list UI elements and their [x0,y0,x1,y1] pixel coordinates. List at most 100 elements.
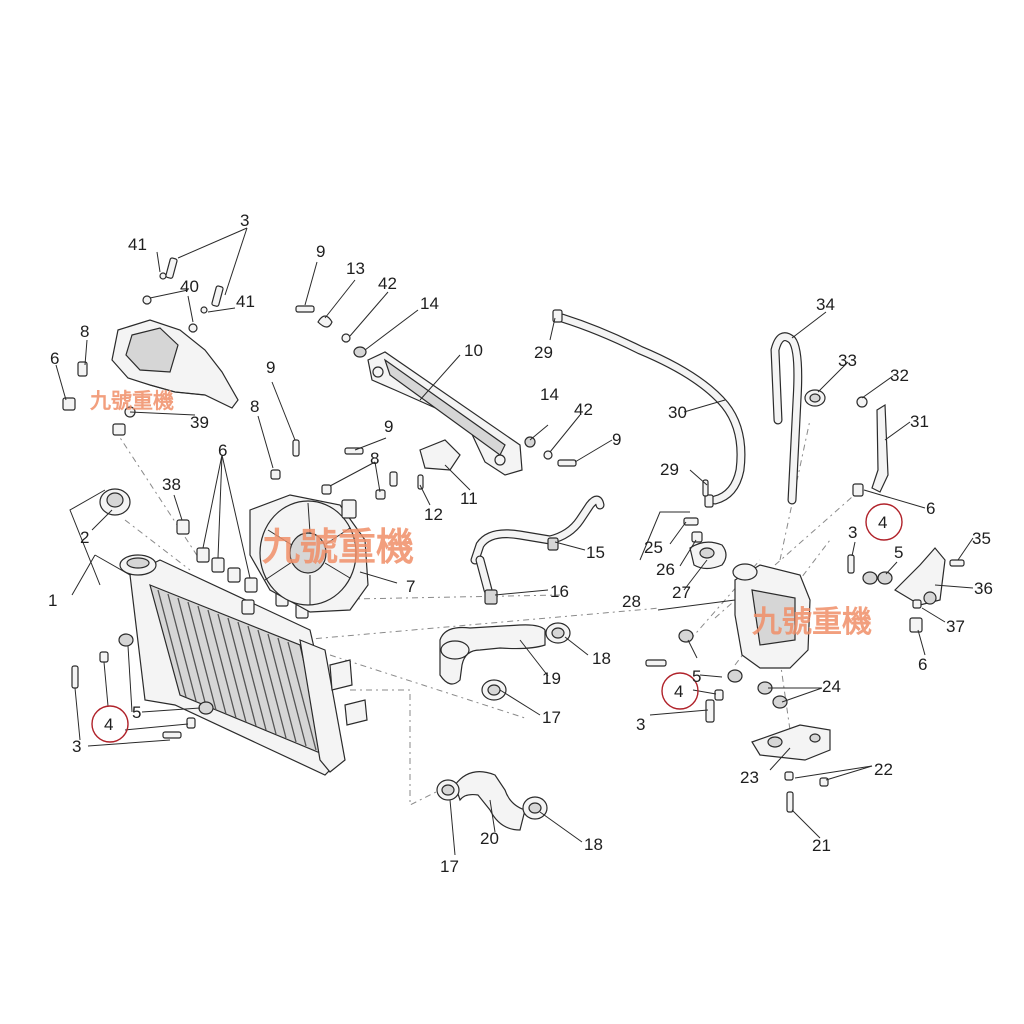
callout-38: 38 [162,475,181,494]
callout-25: 25 [644,538,663,557]
watermark-text: 九號重機 [752,605,872,640]
callout-27: 27 [672,583,691,602]
callout-6: 6 [926,499,935,518]
callout-15: 15 [586,543,605,562]
radiator-cap [99,488,131,516]
callout-34: 34 [816,295,835,314]
guide-line [124,519,191,571]
expansion-tank [689,541,811,669]
right-hardware [645,554,922,723]
guide-line [114,429,201,561]
callout-5: 5 [132,703,141,722]
callout-18: 18 [584,835,603,854]
leader-lines [55,227,974,856]
callout-17: 17 [542,708,561,727]
highlight-circle [661,672,699,710]
center-bolts [270,439,398,500]
callout-40: 40 [180,277,199,296]
guide-line [779,659,791,731]
hose-clamp-33 [804,389,826,407]
mounting-bracket [367,351,523,476]
callout-3: 3 [848,523,857,542]
callout-11: 11 [460,489,478,508]
callout-labels: 1 2 3 3 3 3 4 4 4 5 5 5 6 6 6 6 7 8 8 8 … [48,211,993,876]
callout-9: 9 [384,417,393,436]
cooling-fan [249,494,369,613]
overflow-hose-34 [770,332,803,505]
callout-8: 8 [250,397,259,416]
highlight-circle [91,705,129,743]
callout-4: 4 [878,513,887,532]
mount-bracket-36 [894,547,965,633]
tank-support-23 [751,724,831,813]
callout-9: 9 [316,242,325,261]
callout-4: 4 [104,715,113,734]
callout-21: 21 [812,836,831,855]
callout-1: 1 [48,591,57,610]
callout-5: 5 [894,543,903,562]
callout-42: 42 [574,400,593,419]
guide-line [329,654,526,719]
callout-42: 42 [378,274,397,293]
callout-13: 13 [346,259,365,278]
callout-6: 6 [50,349,59,368]
radiator [119,554,368,776]
callout-3: 3 [240,211,249,230]
callout-41: 41 [236,292,255,311]
coolant-hose-15 [470,495,605,605]
callout-41: 41 [128,235,147,254]
breather-hose-30 [552,309,746,508]
callout-20: 20 [480,829,499,848]
highlight-circle [865,503,903,541]
watermark-text: 九號重機 [89,389,174,413]
callout-8: 8 [370,449,379,468]
highlight-circles [91,503,903,743]
clip-group [196,547,309,619]
callout-14: 14 [540,385,559,404]
tank-fittings [683,479,709,543]
callout-28: 28 [622,592,641,611]
hose-clamps [441,622,571,814]
callout-12: 12 [424,505,443,524]
tank-bracket-31 [852,396,889,497]
callout-9: 9 [612,430,621,449]
callout-7: 7 [406,577,415,596]
callout-5: 5 [692,667,701,686]
callout-17: 17 [440,857,459,876]
callout-9: 9 [266,358,275,377]
guide-line [689,559,761,641]
callout-23: 23 [740,768,759,787]
watermarks: 九號重機 九號重機 九號重機 [89,389,872,640]
callout-18: 18 [592,649,611,668]
callout-36: 36 [974,579,993,598]
radiator-shroud [111,319,239,409]
callout-22: 22 [874,760,893,779]
radiator-fins [157,589,317,751]
callout-29: 29 [534,343,553,362]
callout-10: 10 [464,341,483,360]
callout-14: 14 [420,294,439,313]
callout-2: 2 [80,528,89,547]
callout-39: 39 [190,413,209,432]
guide-line [299,607,661,641]
callout-33: 33 [838,351,857,370]
callout-32: 32 [890,366,909,385]
callout-6: 6 [918,655,927,674]
callout-3: 3 [72,737,81,756]
callout-19: 19 [542,669,561,688]
callout-3: 3 [636,715,645,734]
callout-16: 16 [550,582,569,601]
callout-4: 4 [674,682,683,701]
bracket-hardware [295,305,577,490]
callout-30: 30 [668,403,687,422]
callout-8: 8 [80,322,89,341]
callout-29: 29 [660,460,679,479]
guide-line [350,689,441,806]
callout-26: 26 [656,560,675,579]
callout-24: 24 [822,677,841,696]
bolt-group-top-left [62,257,224,436]
callout-31: 31 [910,412,929,431]
callout-35: 35 [972,529,991,548]
callout-6: 6 [218,441,227,460]
